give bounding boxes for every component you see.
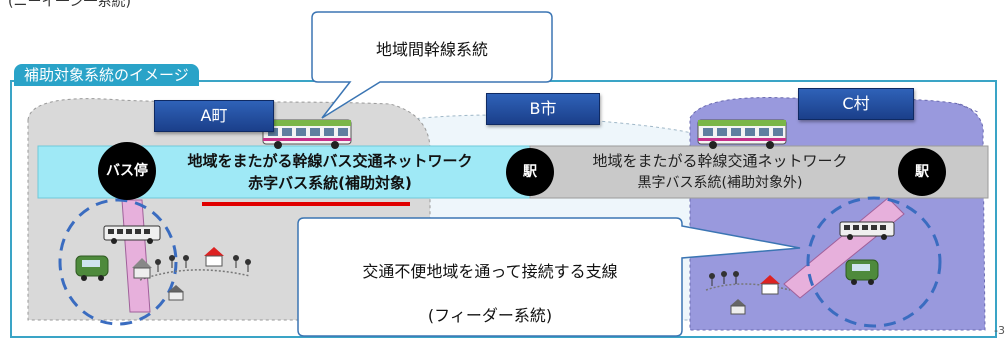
village-left: [132, 247, 251, 301]
red-underline: [202, 202, 410, 206]
band-right-line1: 地域をまたがる幹線交通ネットワーク: [592, 152, 848, 170]
van-icon-left: [75, 255, 109, 281]
header-fragment: (ニーイ一ン一系統): [8, 0, 131, 10]
callout-bottom-line2: (フィーダー系統): [427, 306, 553, 325]
area-label-a-town: A町: [154, 100, 274, 132]
bus-stop-marker: バス停: [98, 142, 156, 200]
band-left-line1: 地域をまたがる幹線バス交通ネットワーク: [187, 152, 473, 170]
village-right: [705, 271, 791, 315]
bus-icon-a-town: [262, 119, 352, 149]
callout-bottom-line1: 交通不便地域を通って接続する支線: [362, 262, 618, 281]
feeder-area-right: [806, 196, 942, 328]
station-marker-b: 駅: [506, 148, 554, 196]
page-number: -3: [994, 324, 1005, 337]
area-label-c-village: C村: [798, 88, 914, 120]
station-marker-c: 駅: [898, 148, 946, 196]
callout-top-bubble: [311, 11, 553, 119]
callout-bottom-bubble: [297, 217, 801, 337]
small-bus-icon-left: [103, 225, 161, 244]
band-right-line2: 黒字バス系統(補助対象外): [637, 175, 803, 191]
callout-top-label: 地域間幹線系統: [375, 40, 488, 59]
small-bus-icon-right: [839, 221, 895, 240]
band-left-line2: 赤字バス系統(補助対象): [248, 174, 412, 192]
van-icon-right: [845, 259, 879, 285]
area-label-b-city: B市: [486, 93, 600, 125]
bus-icon-c-village: [697, 119, 787, 149]
feeder-area-left: [58, 198, 178, 326]
frame-title: 補助対象系統のイメージ: [14, 64, 199, 86]
